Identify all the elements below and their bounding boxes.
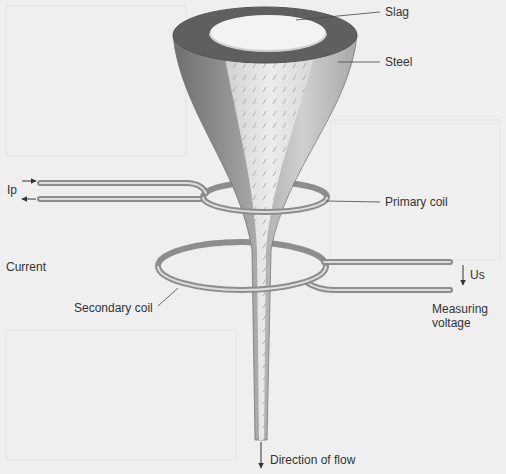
signal-name: Ip	[7, 183, 17, 197]
primary-coil	[203, 197, 327, 212]
primary-coil-highlight	[203, 197, 327, 212]
part-label: Steel	[385, 55, 412, 69]
background-grid	[6, 6, 500, 460]
part-label: Primary coil	[385, 195, 448, 209]
slag-texture	[222, 42, 318, 440]
secondary-coil-highlight	[158, 266, 326, 290]
flow-arrow	[261, 442, 262, 468]
voltage-arrow	[463, 265, 464, 285]
funnel-rim	[173, 7, 357, 63]
flow-label: Direction of flow	[270, 453, 355, 467]
leader-lines	[158, 12, 380, 306]
part-label: Slag	[385, 5, 409, 19]
slag-core	[222, 42, 318, 440]
steel-stream	[173, 35, 357, 440]
signal-label: Current	[6, 260, 46, 274]
part-label: Secondary coil	[74, 301, 153, 315]
current-in-arrow	[22, 181, 36, 182]
primary-leads	[40, 183, 206, 199]
signal-label: Measuring voltage	[432, 302, 502, 330]
signal-name: Us	[470, 268, 485, 282]
current-out-arrow	[22, 199, 36, 200]
slag-surface-edge	[210, 33, 326, 51]
slag-surface	[210, 15, 326, 51]
secondary-coil	[158, 266, 326, 290]
secondary-coil-back	[158, 242, 326, 266]
